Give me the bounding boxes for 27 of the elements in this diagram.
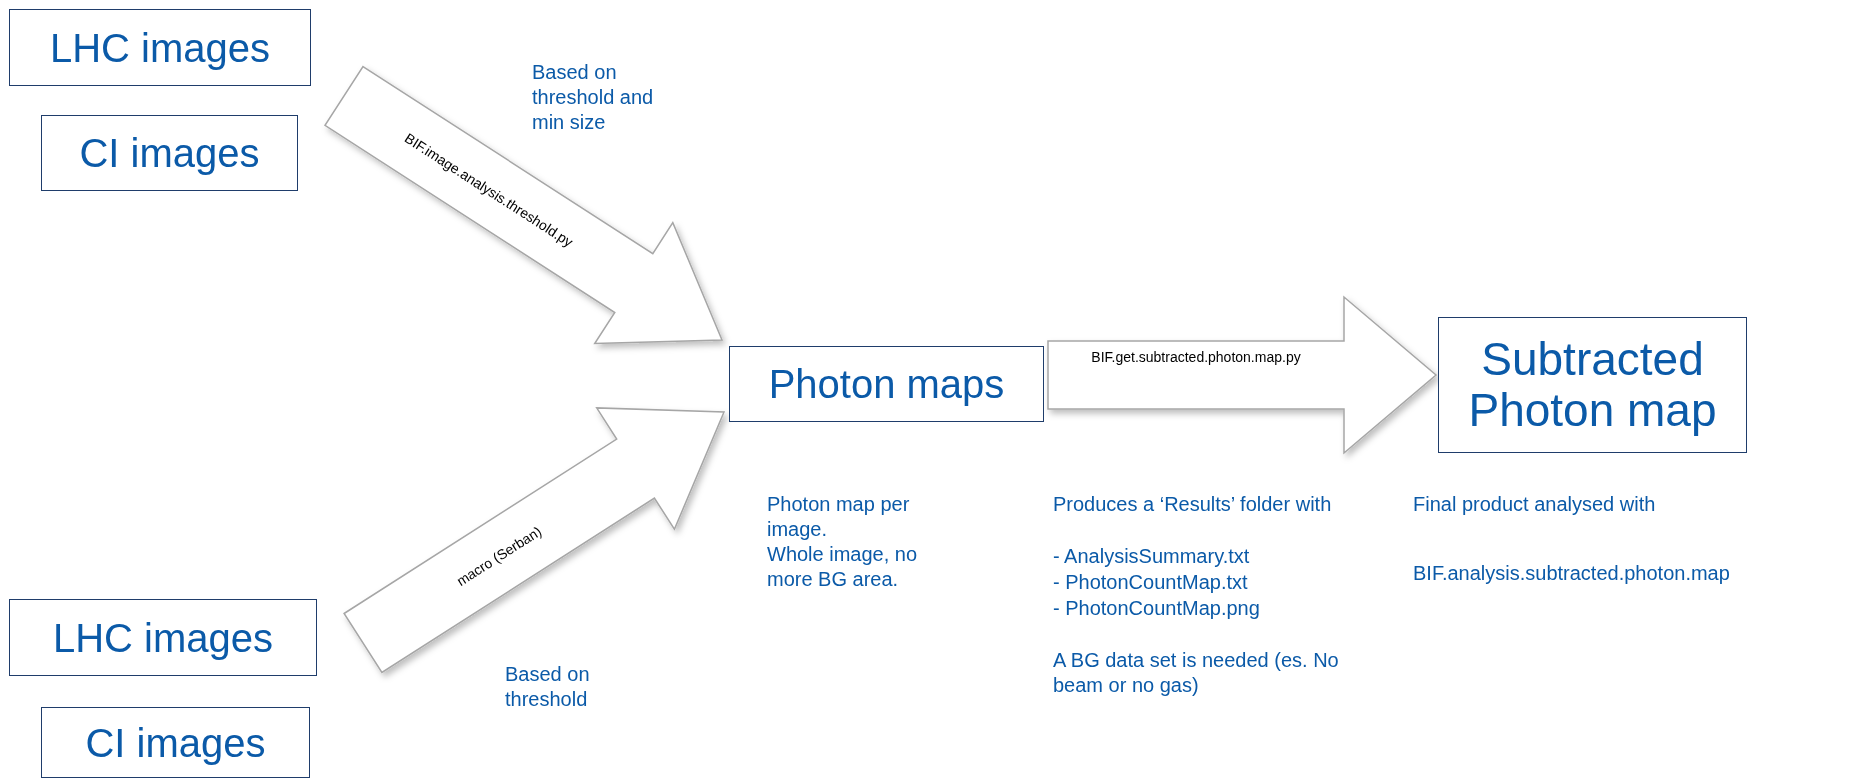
node-label: Photon maps	[768, 362, 1005, 406]
note-text: Photon map per image.	[767, 492, 911, 542]
node-label: CI images	[79, 131, 260, 175]
note-text: - AnalysisSummary.txt	[1053, 544, 1251, 569]
note-text: Whole image, no more BG area.	[767, 542, 919, 592]
edge-label: BIF.get.subtracted.photon.map.py	[1091, 349, 1301, 365]
block-arrow	[1047, 295, 1438, 455]
process-box	[41, 707, 310, 778]
process-box	[9, 9, 311, 86]
note-text: A BG data set is needed (es. No beam or no gas)	[1053, 648, 1340, 698]
note-text: Produces a ‘Results’ folder with	[1053, 492, 1333, 517]
note-text: Based on threshold	[505, 662, 591, 712]
process-box	[729, 346, 1044, 422]
node-label: LHC images	[49, 25, 271, 70]
note-text: BIF.analysis.subtracted.photon.map	[1413, 561, 1731, 586]
process-box	[9, 599, 317, 676]
note-text: - PhotonCountMap.txt	[1053, 570, 1249, 595]
block-arrow	[323, 65, 724, 345]
process-box	[41, 115, 298, 191]
note-text: - PhotonCountMap.png	[1053, 596, 1261, 621]
node-label: Subtracted Photon map	[1467, 334, 1718, 436]
node-label: CI images	[85, 720, 266, 765]
note-text: Final product analysed with	[1413, 492, 1657, 517]
note-text: Based on threshold and min size	[532, 60, 655, 133]
process-box	[1438, 317, 1747, 453]
node-label: LHC images	[52, 615, 274, 660]
block-arrow	[343, 407, 726, 674]
